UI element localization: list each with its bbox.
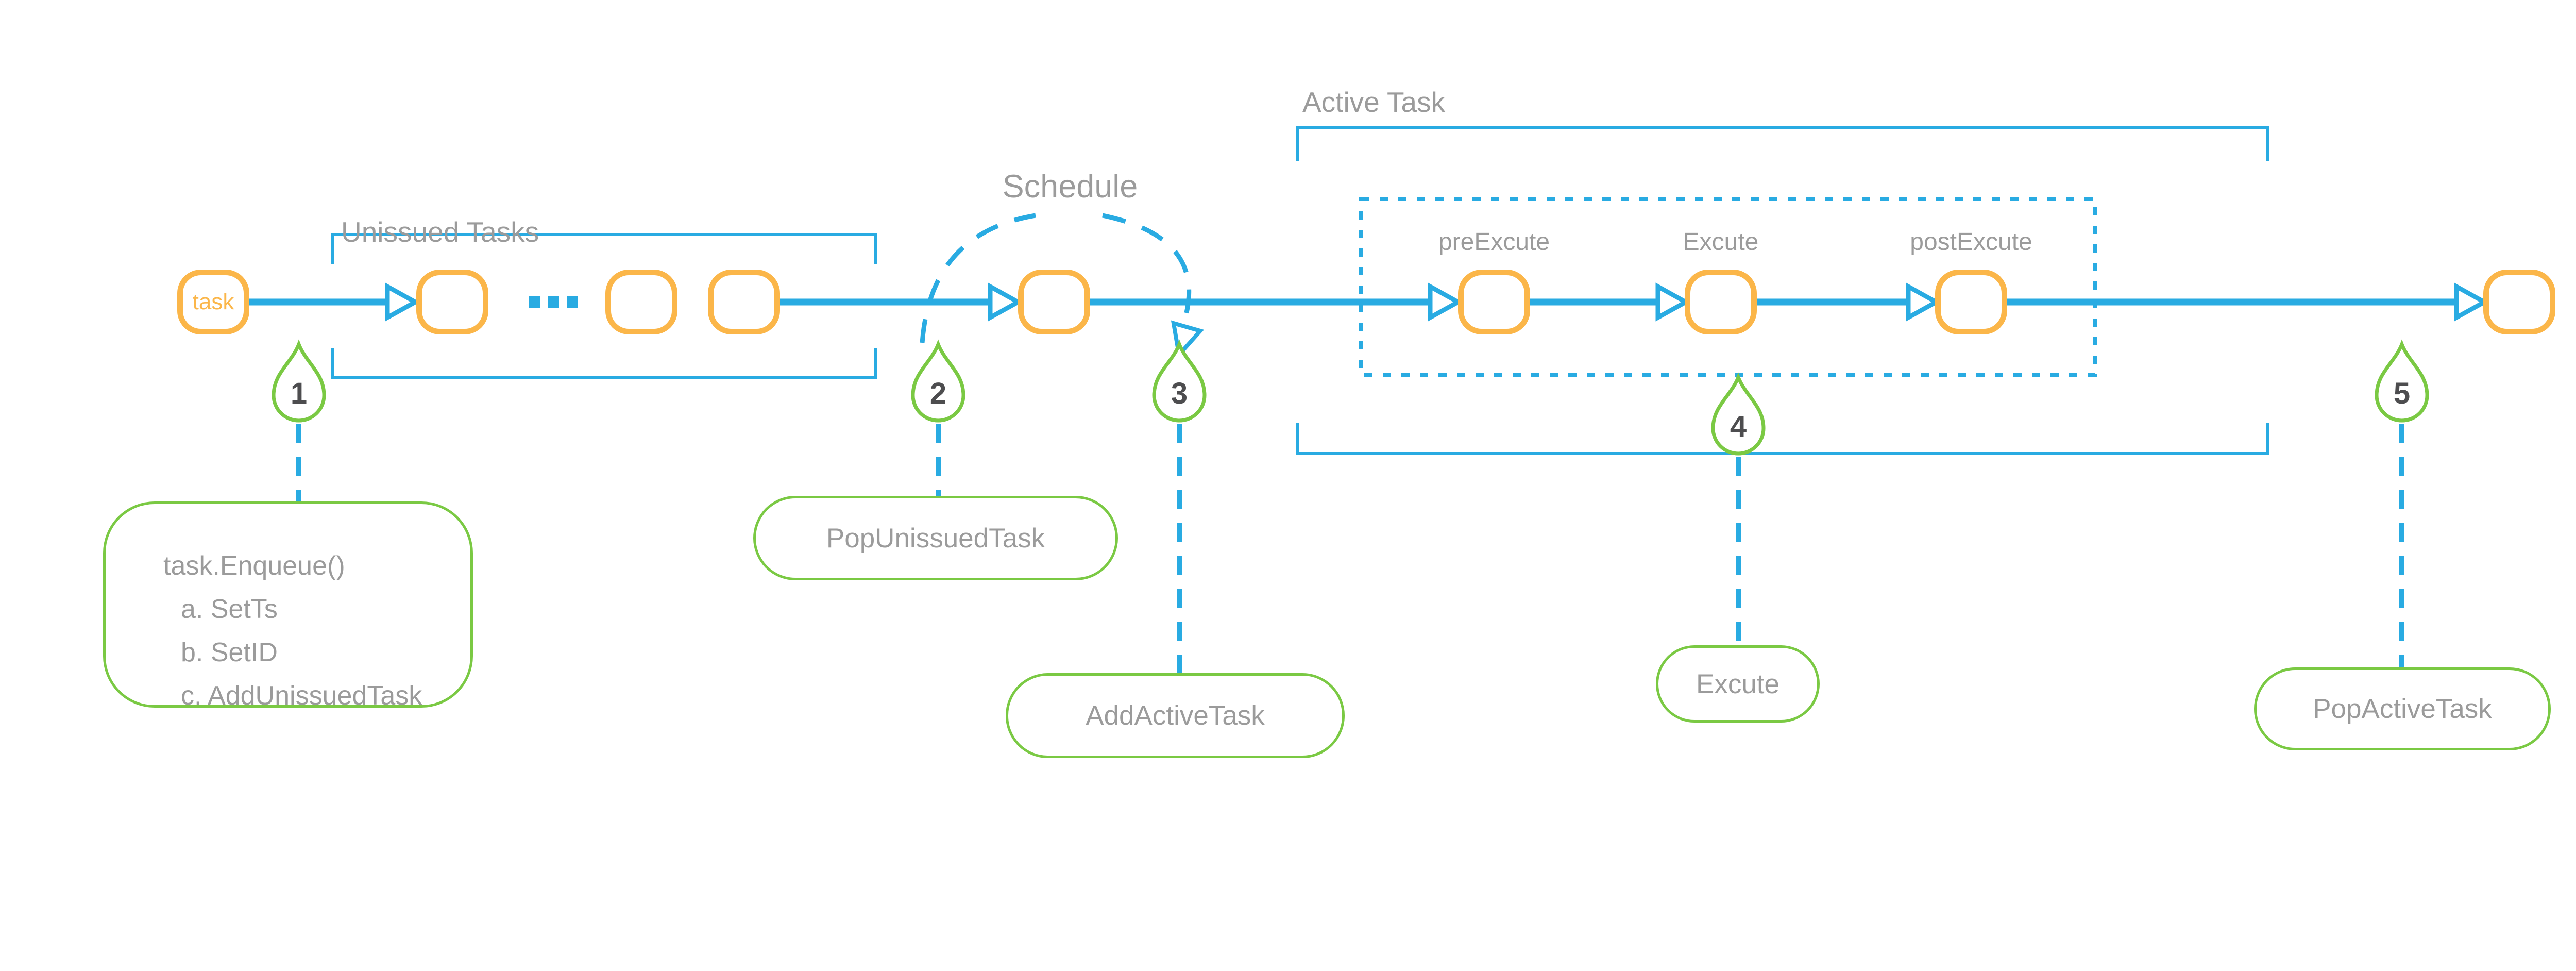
preexcute-label: preExcute [1438, 228, 1550, 256]
queue-ellipsis-icon [529, 296, 578, 308]
marker-5-teardrop-icon [2375, 339, 2429, 423]
unissued-tasks-bracket-top [331, 233, 877, 264]
enqueue-title: task.Enqueue() [163, 551, 345, 581]
active-task-bracket-bottom [1296, 423, 2269, 455]
marker-1-teardrop-icon [272, 339, 326, 423]
excute-label: Excute [1683, 228, 1759, 256]
arrowhead-into-queue [385, 282, 420, 322]
enqueue-step-a: a. SetTs [181, 594, 278, 624]
preexcute-node [1458, 270, 1530, 334]
add-active-task-annotation: AddActiveTask [1006, 673, 1345, 758]
enqueue-step-b: b. SetID [181, 638, 278, 667]
arrowhead-into-excute [1655, 282, 1691, 322]
marker-3-number: 3 [1171, 377, 1188, 410]
task-node: task [177, 270, 249, 334]
excute-annotation: Excute [1656, 645, 1820, 723]
unissued-tasks-bracket-bottom [331, 348, 877, 379]
enqueue-step-c: c. AddUnissuedTask [181, 681, 422, 711]
marker-2-number: 2 [929, 377, 947, 410]
arrowhead-into-postexcute [1906, 282, 1941, 322]
marker-connector-lines [296, 424, 2404, 691]
marker-teardrops [272, 339, 2429, 456]
unissued-tasks-label: Unissued Tasks [341, 216, 539, 248]
postexcute-label: postExcute [1910, 228, 2032, 256]
active-task-bracket-top [1296, 126, 2269, 161]
pop-active-task-annotation: PopActiveTask [2254, 667, 2551, 750]
flow-arrowheads [385, 282, 2489, 322]
arrowhead-into-preexcute [1428, 282, 1463, 322]
excute-node [1685, 270, 1757, 334]
pop-unissued-task-annotation: PopUnissuedTask [753, 496, 1118, 580]
execute-phase-dotted-region [1359, 197, 2097, 377]
unissued-queue-node-1 [416, 270, 488, 334]
marker-4-number: 4 [1730, 410, 1747, 443]
marker-3-teardrop-icon [1152, 339, 1207, 423]
arrowhead-into-done [2454, 282, 2489, 322]
marker-1-number: 1 [290, 377, 308, 410]
schedule-arc-left [920, 213, 1036, 343]
active-task-label: Active Task [1302, 86, 1446, 118]
task-node-label: task [192, 289, 234, 314]
unissued-queue-node-2 [605, 270, 677, 334]
done-node [2483, 270, 2555, 334]
postexcute-node [1935, 270, 2007, 334]
schedule-node [1018, 270, 1090, 334]
marker-4-teardrop-icon [1711, 372, 1766, 456]
unissued-queue-node-3 [708, 270, 780, 334]
schedule-arc-right [1102, 213, 1192, 327]
marker-5-number: 5 [2393, 377, 2411, 410]
schedule-label: Schedule [1002, 169, 1138, 205]
enqueue-annotation-box: task.Enqueue() a. SetTs b. SetID c. AddU… [103, 501, 473, 711]
marker-2-teardrop-icon [911, 339, 965, 423]
arrowhead-into-schedule [988, 282, 1023, 322]
